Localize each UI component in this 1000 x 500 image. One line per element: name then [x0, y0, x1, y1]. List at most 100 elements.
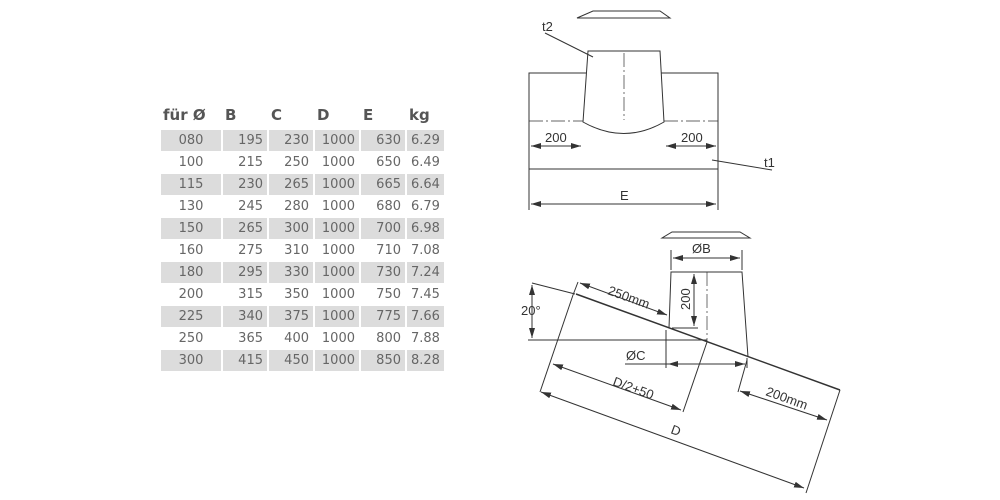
table-row: 130 245 280 1000 680 6.79: [161, 196, 444, 217]
table-cell: 7.24: [407, 262, 444, 283]
table-cell: 300: [161, 350, 221, 371]
table-cell: 230: [223, 174, 267, 195]
table-cell: 7.08: [411, 243, 440, 258]
pipe-collar: [582, 50, 665, 134]
table-cell: 245: [238, 199, 263, 214]
table-cell: 180: [161, 262, 221, 283]
table-cell: 730: [361, 262, 405, 283]
pipe-collar-side: [668, 271, 749, 358]
table-cell: 800: [376, 331, 401, 346]
table-cell: 1000: [315, 218, 359, 239]
table-cell: 265: [223, 218, 267, 239]
column-header: für Ø: [163, 106, 206, 124]
table-cell: 1000: [315, 350, 359, 371]
table-cell: 8.28: [407, 350, 444, 371]
table-cell: 750: [376, 287, 401, 302]
table-cell: 250: [284, 155, 309, 170]
table-cell: 310: [284, 243, 309, 258]
column-header: kg: [409, 106, 430, 124]
table-cell: 700: [361, 218, 405, 239]
table-cell: 710: [376, 243, 401, 258]
table-row: 200 315 350 1000 750 7.45: [161, 284, 444, 305]
table-cell: 330: [269, 262, 313, 283]
table-row: 160 275 310 1000 710 7.08: [161, 240, 444, 261]
dim-offset-200mm: 200mm: [764, 384, 810, 413]
table-cell: 200: [178, 287, 204, 302]
table-cell: 215: [238, 155, 263, 170]
table-cell: 350: [284, 287, 309, 302]
table-cell: 195: [223, 130, 267, 151]
table-cell: 250: [178, 331, 204, 346]
table-cell: 1000: [321, 199, 355, 214]
rain-cap-side: [660, 231, 752, 239]
table-cell: 1000: [315, 130, 359, 151]
table-cell: 6.98: [407, 218, 444, 239]
table-cell: 130: [178, 199, 204, 214]
dim-height-200: 200: [678, 288, 693, 310]
table-cell: 115: [161, 174, 221, 195]
table-cell: 7.45: [411, 287, 440, 302]
table-cell: 1000: [315, 262, 359, 283]
table-cell: 1000: [315, 174, 359, 195]
table-cell: 275: [238, 243, 263, 258]
dim-E: E: [620, 188, 629, 203]
column-header: C: [271, 106, 283, 124]
dim-D: D: [669, 422, 683, 439]
dim-angle-20: 20°: [521, 303, 541, 318]
table-cell: 315: [238, 287, 263, 302]
dim-left-200: 200: [545, 130, 567, 145]
table-cell: 300: [269, 218, 313, 239]
dim-dia-B: ØB: [692, 241, 711, 256]
table-cell: 1000: [321, 243, 355, 258]
table-cell: 6.29: [407, 130, 444, 151]
front-view: t2 t1 200 200 E: [528, 10, 775, 210]
table-cell: 400: [284, 331, 309, 346]
table-cell: 080: [161, 130, 221, 151]
label-t1: t1: [764, 155, 775, 170]
table-cell: 150: [161, 218, 221, 239]
table-cell: 1000: [321, 155, 355, 170]
table-cell: 6.64: [407, 174, 444, 195]
table-cell: 375: [269, 306, 313, 327]
label-t2: t2: [542, 19, 553, 34]
dim-half-D-plus-50: D/2+50: [611, 374, 656, 403]
rain-cap: [576, 10, 672, 19]
column-header: E: [363, 106, 374, 124]
table-cell: 280: [284, 199, 309, 214]
table-cell: 265: [269, 174, 313, 195]
side-view: ØB 200 250mm 20° ØC D/2+50 200mm D: [521, 231, 841, 494]
table-cell: 365: [238, 331, 263, 346]
table-cell: 665: [361, 174, 405, 195]
table-cell: 230: [269, 130, 313, 151]
table-cell: 1000: [315, 306, 359, 327]
table-cell: 1000: [321, 287, 355, 302]
column-header: D: [317, 106, 330, 124]
table-cell: 295: [223, 262, 267, 283]
dim-right-200: 200: [681, 130, 703, 145]
table-cell: 680: [376, 199, 401, 214]
table-cell: 630: [361, 130, 405, 151]
table-cell: 775: [361, 306, 405, 327]
table-cell: 415: [223, 350, 267, 371]
table-cell: 6.79: [411, 199, 440, 214]
column-header: B: [225, 106, 237, 124]
table-cell: 450: [269, 350, 313, 371]
table-cell: 1000: [321, 331, 355, 346]
table-cell: 650: [376, 155, 401, 170]
table-cell: 160: [178, 243, 204, 258]
table-cell: 850: [361, 350, 405, 371]
table-cell: 7.66: [407, 306, 444, 327]
table-cell: 340: [223, 306, 267, 327]
table-cell: 100: [178, 155, 204, 170]
